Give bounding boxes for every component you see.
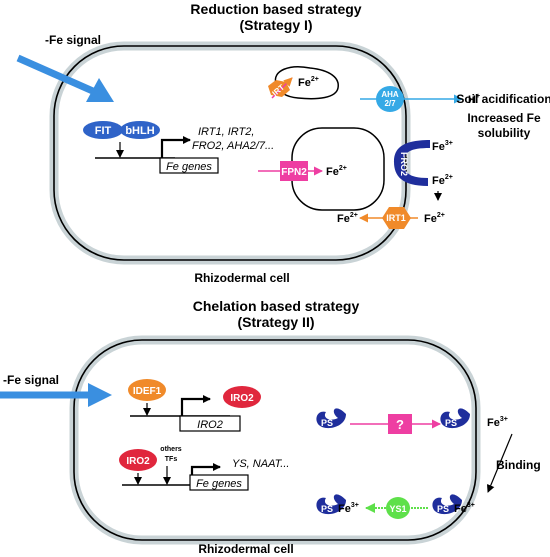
fe2-outer: Fe2+ bbox=[424, 212, 445, 225]
others-tfs-1: others bbox=[160, 446, 182, 453]
cell-label-2: Rhizodermal cell bbox=[198, 542, 293, 556]
bhlh-label: bHLH bbox=[125, 125, 154, 137]
transcription-start-arrow-1 bbox=[160, 136, 191, 158]
irt1-hex bbox=[382, 207, 411, 229]
fe2-vesicle: Fe2+ bbox=[298, 76, 319, 89]
iro2-oval-b bbox=[119, 449, 157, 471]
fpn2-box bbox=[280, 161, 308, 181]
fe3-bound-in: Fe3+ bbox=[338, 502, 359, 515]
ps-fe3-out-label: PS bbox=[437, 504, 449, 514]
aha-oval bbox=[376, 86, 404, 112]
fe-signal-arrow-1 bbox=[16, 54, 114, 102]
fe-signal-arrow-2 bbox=[0, 383, 112, 407]
fro2-label: FRO2 bbox=[399, 152, 409, 176]
ys1-oval bbox=[386, 497, 410, 519]
irt1-label: IRT1 bbox=[386, 213, 406, 223]
fe-genes-label-2: Fe genes bbox=[196, 478, 242, 490]
fe3-outside: Fe3+ bbox=[432, 140, 453, 153]
fit-label: FIT bbox=[95, 125, 112, 137]
fit-oval bbox=[83, 121, 123, 139]
fe2-inner: Fe2+ bbox=[337, 212, 358, 225]
others-tfs-2: TFs bbox=[165, 456, 178, 463]
fe-genes-box-1 bbox=[159, 157, 219, 174]
fpn2-label: FPN2 bbox=[281, 167, 307, 178]
ps-fe3-out-shape bbox=[432, 494, 462, 515]
iro2-oval-a bbox=[223, 386, 261, 408]
ps-out-shape bbox=[440, 408, 470, 429]
ps-out-label: PS bbox=[445, 418, 457, 428]
fe-signal-label-2: -Fe signal bbox=[3, 373, 59, 387]
fe-signal-label-1: -Fe signal bbox=[45, 33, 101, 47]
ps-fe3-in-label: PS bbox=[321, 504, 333, 514]
increased-fe-1: Increased Fe bbox=[467, 111, 541, 125]
binding-label: Binding bbox=[496, 458, 541, 472]
fe2-vacuole: Fe2+ bbox=[326, 165, 347, 178]
transcription-start-arrow-2 bbox=[180, 395, 211, 416]
strategy2-title-line2: (Strategy II) bbox=[237, 314, 314, 330]
idef1-label: IDEF1 bbox=[133, 386, 162, 397]
irt-vesicle bbox=[274, 66, 339, 100]
idef1-oval bbox=[128, 379, 166, 401]
fe3-bound-out: Fe3+ bbox=[454, 502, 475, 515]
fro2-shape bbox=[394, 140, 430, 186]
iro2-label-b: IRO2 bbox=[126, 456, 150, 467]
ps-in-label: PS bbox=[321, 418, 333, 428]
irt-vesicle-arrow bbox=[271, 77, 293, 99]
genes-list-2: YS, NAAT... bbox=[232, 458, 289, 470]
strategy1-title-line1: Reduction based strategy bbox=[190, 1, 361, 17]
binding-arrow bbox=[486, 433, 513, 493]
fe2-outside: Fe2+ bbox=[432, 174, 453, 187]
ps-in-shape bbox=[316, 408, 346, 429]
h-plus: H+ bbox=[468, 93, 480, 106]
cell-label-1: Rhizodermal cell bbox=[194, 271, 289, 285]
iro2-label-a: IRO2 bbox=[230, 393, 254, 404]
ps-transporter-label: ? bbox=[396, 417, 404, 432]
ps-fe3-in-shape bbox=[316, 494, 346, 515]
soil-acidification: Soil acidification bbox=[456, 92, 550, 106]
ys1-label: YS1 bbox=[389, 504, 406, 514]
fe3-free: Fe3+ bbox=[487, 416, 508, 429]
increased-fe-2: solubility bbox=[478, 126, 531, 140]
ps-transporter-box bbox=[388, 414, 412, 434]
fe-genes-label-1: Fe genes bbox=[166, 161, 212, 173]
aha-label-1: AHA bbox=[381, 90, 399, 99]
genes-list-1a: IRT1, IRT2, bbox=[198, 126, 254, 138]
genes-list-1b: FRO2, AHA2/7... bbox=[192, 140, 274, 152]
fe-genes-box-2 bbox=[189, 474, 249, 491]
aha-label-2: 2/7 bbox=[384, 99, 396, 108]
strategy2-cell bbox=[69, 335, 481, 545]
iro2-box bbox=[179, 415, 241, 432]
strategy1-title-line2: (Strategy I) bbox=[239, 17, 312, 33]
bhlh-oval bbox=[120, 121, 160, 139]
iro2-box-label: IRO2 bbox=[197, 419, 223, 431]
strategy2-title-line1: Chelation based strategy bbox=[193, 298, 360, 314]
